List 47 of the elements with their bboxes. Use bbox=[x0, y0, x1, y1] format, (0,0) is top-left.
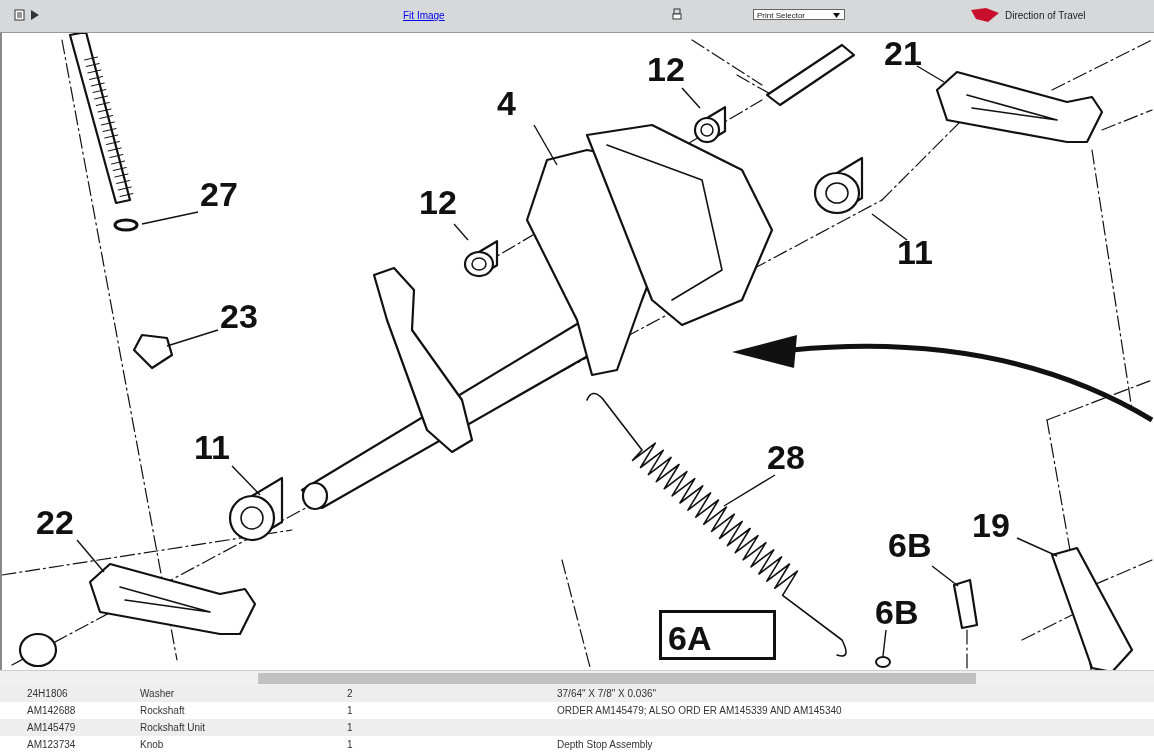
quantity-cell-text: 2 bbox=[347, 687, 353, 701]
callout-number: 4 bbox=[497, 86, 516, 120]
part-number-cell-text: AM123734 bbox=[27, 738, 76, 752]
part-number-cell-text: 24H1806 bbox=[27, 687, 68, 701]
fit-image-link: Fit Image bbox=[403, 10, 445, 21]
callout-number: 23 bbox=[220, 299, 258, 333]
description-cell-text: Knob bbox=[140, 738, 164, 752]
callout-number: 12 bbox=[419, 185, 457, 219]
callout-number: 6B bbox=[875, 595, 919, 629]
quantity-cell-text: 1 bbox=[347, 738, 353, 752]
leader-line bbox=[871, 213, 908, 241]
description-cell-text: Washer bbox=[140, 687, 175, 701]
description-cell-text: Rockshaft bbox=[140, 704, 185, 718]
quantity-cell-text: 1 bbox=[347, 704, 353, 718]
leader-line bbox=[931, 565, 959, 587]
callout-number: 22 bbox=[36, 505, 74, 539]
part-number-cell-text: AM145479 bbox=[27, 721, 76, 735]
callout-number: 27 bbox=[200, 177, 238, 211]
description-cell-text: Rockshaft Unit bbox=[140, 721, 206, 735]
remarks-cell-text: ORDER AM145479; ALSO ORD ER AM145339 AND AM145340 bbox=[557, 704, 842, 718]
remarks-cell-text: Depth Stop Assembly bbox=[557, 738, 653, 752]
print-selector-dropdown: Print Selector bbox=[753, 9, 845, 20]
leader-line bbox=[141, 211, 199, 225]
callout-number: 19 bbox=[972, 508, 1010, 542]
assembly-reference-box bbox=[659, 610, 776, 660]
leader-line bbox=[681, 87, 701, 109]
direction-of-travel-text: Direction of Travel bbox=[1005, 10, 1086, 21]
remarks-cell-text: 37/64" X 7/8" X 0.036" bbox=[557, 687, 657, 701]
leader-line bbox=[1016, 537, 1058, 557]
callout-number: 6A bbox=[668, 621, 713, 655]
callout-number: 21 bbox=[884, 36, 922, 70]
leader-line bbox=[882, 629, 887, 657]
leader-line bbox=[453, 223, 469, 241]
leader-line bbox=[723, 474, 776, 507]
callout-number: 6B bbox=[888, 528, 932, 562]
callout-number: 11 bbox=[897, 235, 933, 269]
callout-number: 11 bbox=[194, 430, 230, 464]
part-number-cell-text: AM142688 bbox=[27, 704, 76, 718]
leader-line bbox=[533, 124, 558, 166]
leader-line bbox=[76, 539, 105, 573]
leader-line bbox=[166, 329, 219, 347]
callout-number: 12 bbox=[647, 52, 685, 86]
leader-line bbox=[916, 65, 945, 83]
leader-line bbox=[231, 465, 261, 496]
quantity-cell-text: 1 bbox=[347, 721, 353, 735]
callout-number: 28 bbox=[767, 440, 805, 474]
clip-drawing bbox=[875, 656, 891, 668]
